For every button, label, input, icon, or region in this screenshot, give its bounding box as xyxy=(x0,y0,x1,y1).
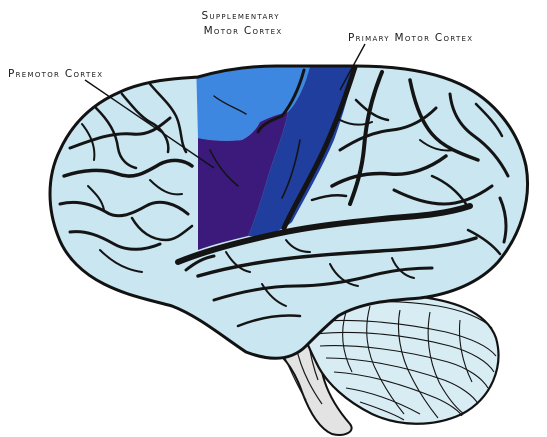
supplementary-motor-cortex-label: Supplementary Motor Cortex xyxy=(201,10,284,37)
supplementary-motor-cortex-label-line-1: Supplementary xyxy=(201,10,279,22)
supplementary-motor-cortex-label-line-2: Motor Cortex xyxy=(204,25,283,37)
premotor-cortex-label: Premotor Cortex xyxy=(8,68,103,80)
primary-motor-cortex-label: Primary Motor Cortex xyxy=(348,32,473,44)
